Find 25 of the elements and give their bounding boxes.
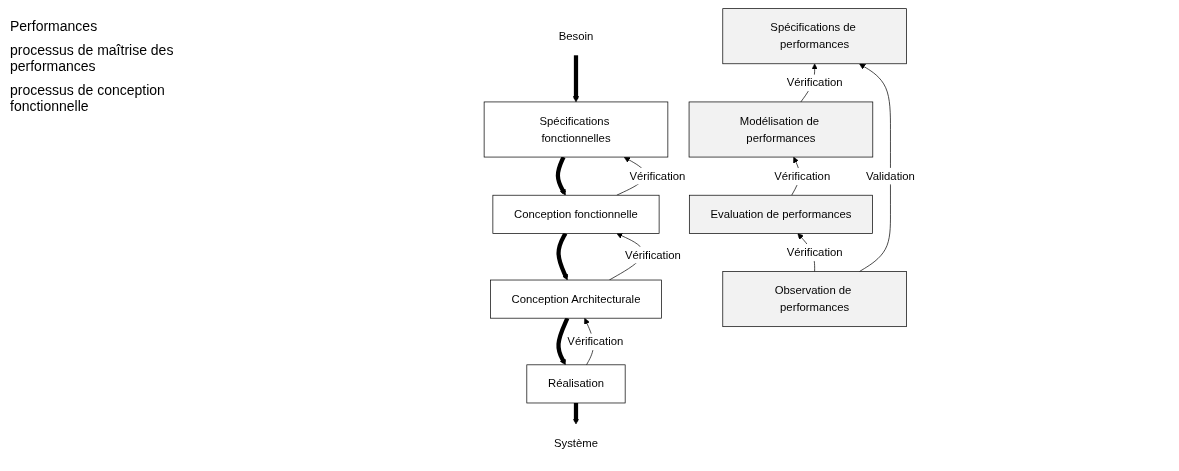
node-box: Réalisation [526,364,626,404]
arrow [572,55,580,103]
note-text: Performances [10,18,99,34]
node-text: Besoin [558,29,594,42]
edge-label: Vérification [567,335,624,348]
edge-label: Validation [866,169,915,182]
node-box: Modélisation de performances [688,101,874,158]
node-box: Observation de performances [722,271,907,327]
arrow [572,402,580,425]
arrow [556,232,569,281]
node-box: Conception Architecturale [490,279,662,319]
arrow [556,317,570,366]
note-text: processus de conception fonctionnelle [10,82,166,114]
edge-label: Vérification [774,170,831,183]
edge-label: Vérification [786,246,843,259]
node-text: Système [553,436,598,449]
node-box: Spécifications de performances [722,8,907,65]
node-box: Evaluation de performances [688,194,873,234]
edge-label: Vérification [624,248,681,261]
edge-label: Vérification [629,169,686,182]
arrow [555,156,566,196]
node-box: Conception fonctionnelle [492,194,660,234]
edge-label: Vérification [786,76,843,89]
note-text: processus de maîtrise des performances [10,42,175,74]
node-box: Spécifications fonctionnelles [483,101,669,158]
